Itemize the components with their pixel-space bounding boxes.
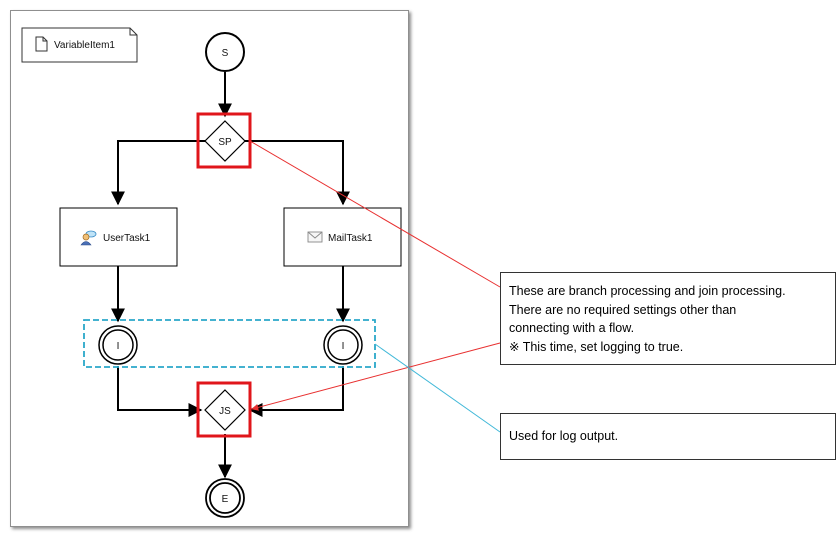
callout-line: There are no required settings other tha… (509, 302, 737, 317)
sequence-flows (111, 72, 350, 479)
intermediate-event-right[interactable]: I (323, 325, 363, 365)
user-task-icon (80, 230, 97, 246)
start-event-label: S (222, 48, 229, 59)
end-event[interactable]: E (205, 478, 245, 518)
user-task[interactable]: UserTask1 (59, 207, 178, 267)
callout-line: Used for log output. (509, 429, 619, 443)
join-gateway-highlight (196, 381, 252, 438)
variable-item-label: VariableItem1 (54, 40, 115, 51)
intermediate-event-left[interactable]: I (98, 325, 138, 365)
callout-intermediate: Used for log output. (500, 413, 836, 460)
split-gateway-highlight (196, 112, 252, 169)
connector-gateways-to-split (249, 140, 501, 288)
user-task-label: UserTask1 (103, 233, 151, 244)
flow-intermediate-left-to-join (117, 366, 203, 417)
callout-line: ※ This time, set logging to true. (509, 339, 684, 354)
callout-line: connecting with a flow. (509, 321, 635, 335)
split-gateway-label: SP (218, 137, 232, 148)
intermediate-events-highlight (83, 319, 376, 368)
variable-item[interactable]: VariableItem1 (21, 27, 138, 63)
flow-intermediate-right-to-join (248, 366, 344, 417)
mail-icon (307, 231, 323, 243)
connector-intermediate (374, 343, 501, 433)
join-gateway[interactable]: JS (204, 389, 246, 431)
split-gateway[interactable]: SP (204, 120, 246, 162)
intermediate-event-left-label: I (117, 341, 120, 352)
connector-gateways-to-join (251, 342, 501, 411)
document-icon (35, 36, 48, 52)
start-event[interactable]: S (205, 32, 245, 72)
annotation-connectors (249, 140, 501, 433)
end-event-label: E (222, 494, 229, 505)
join-gateway-label: JS (219, 406, 231, 417)
flow-split-to-mailtask (244, 140, 350, 206)
intermediate-event-right-label: I (342, 341, 345, 352)
mail-task-label: MailTask1 (328, 233, 373, 244)
callout-line: These are branch processing and join pro… (509, 284, 786, 298)
callout-gateways: These are branch processing and join pro… (500, 272, 836, 365)
mail-task[interactable]: MailTask1 (283, 207, 402, 267)
flow-split-to-usertask (111, 140, 206, 206)
